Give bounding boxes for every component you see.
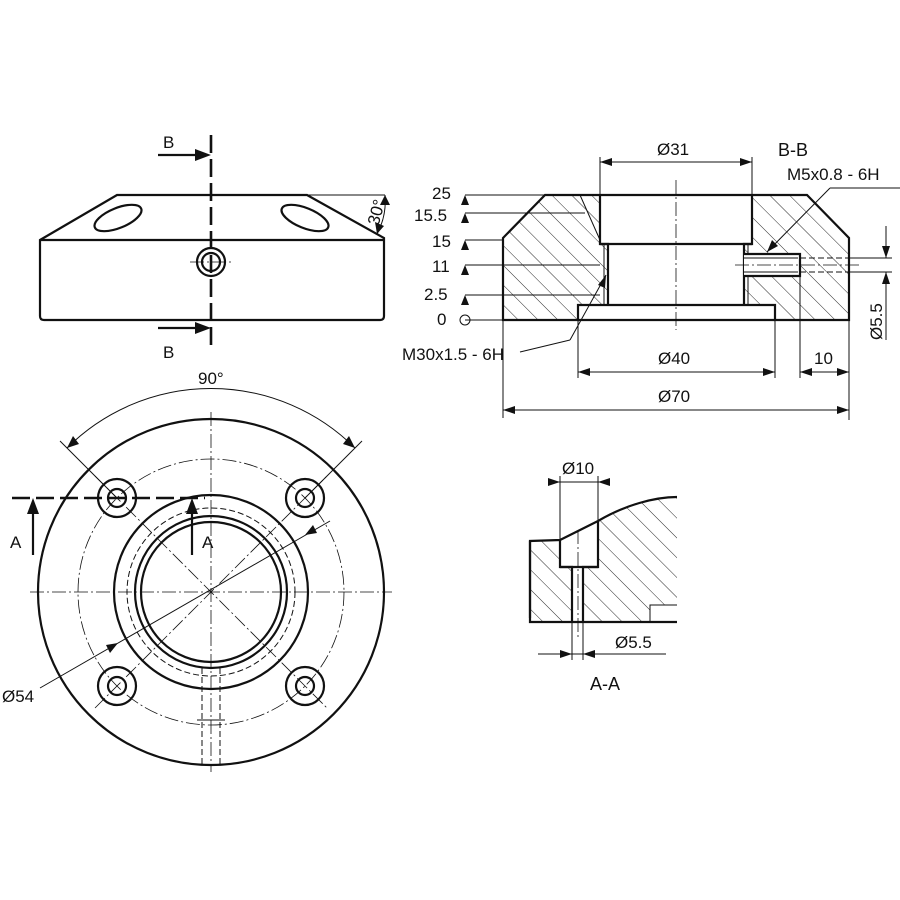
chamfer-angle-label: 30° (364, 197, 389, 227)
side-view: B B 30° (38, 133, 390, 362)
section-label-a-right: A (202, 533, 214, 552)
plan-view: A A 90° Ø54 (2, 369, 392, 772)
height-15-5: 15.5 (414, 206, 447, 225)
dim-side-depth: 10 (814, 349, 833, 368)
dim-spigot: Ø40 (658, 349, 690, 368)
height-11: 11 (432, 257, 450, 276)
section-title-aa: A-A (590, 674, 620, 694)
dim-outer: Ø70 (658, 387, 690, 406)
pitch-circle-dia: Ø54 (2, 687, 34, 706)
section-label-b-bottom: B (163, 343, 174, 362)
counterbore-dia: Ø10 (562, 459, 594, 478)
bolt-hole (96, 665, 138, 707)
section-bb-view: 25 15.5 15 11 2.5 0 B-B Ø31 M5x0.8 - 6H … (402, 140, 900, 420)
hole-dia-aa: Ø5.5 (615, 633, 652, 652)
section-title-bb: B-B (778, 140, 808, 160)
thread-main-label: M30x1.5 - 6H (402, 345, 504, 364)
height-2-5: 2.5 (424, 285, 448, 304)
bolt-hole (284, 477, 326, 519)
height-15: 15 (432, 232, 451, 251)
section-label-b-top: B (163, 133, 174, 152)
side-hole-dia: Ø5.5 (867, 303, 886, 340)
bolt-hole (284, 665, 326, 707)
height-25: 25 (432, 184, 451, 203)
section-aa-view: A-A Ø10 Ø5.5 (528, 459, 678, 694)
dim-bore-top: Ø31 (657, 140, 689, 159)
section-label-a-left: A (10, 533, 22, 552)
thread-side-label: M5x0.8 - 6H (787, 165, 880, 184)
angle-label: 90° (198, 369, 224, 388)
height-0: 0 (437, 310, 446, 329)
